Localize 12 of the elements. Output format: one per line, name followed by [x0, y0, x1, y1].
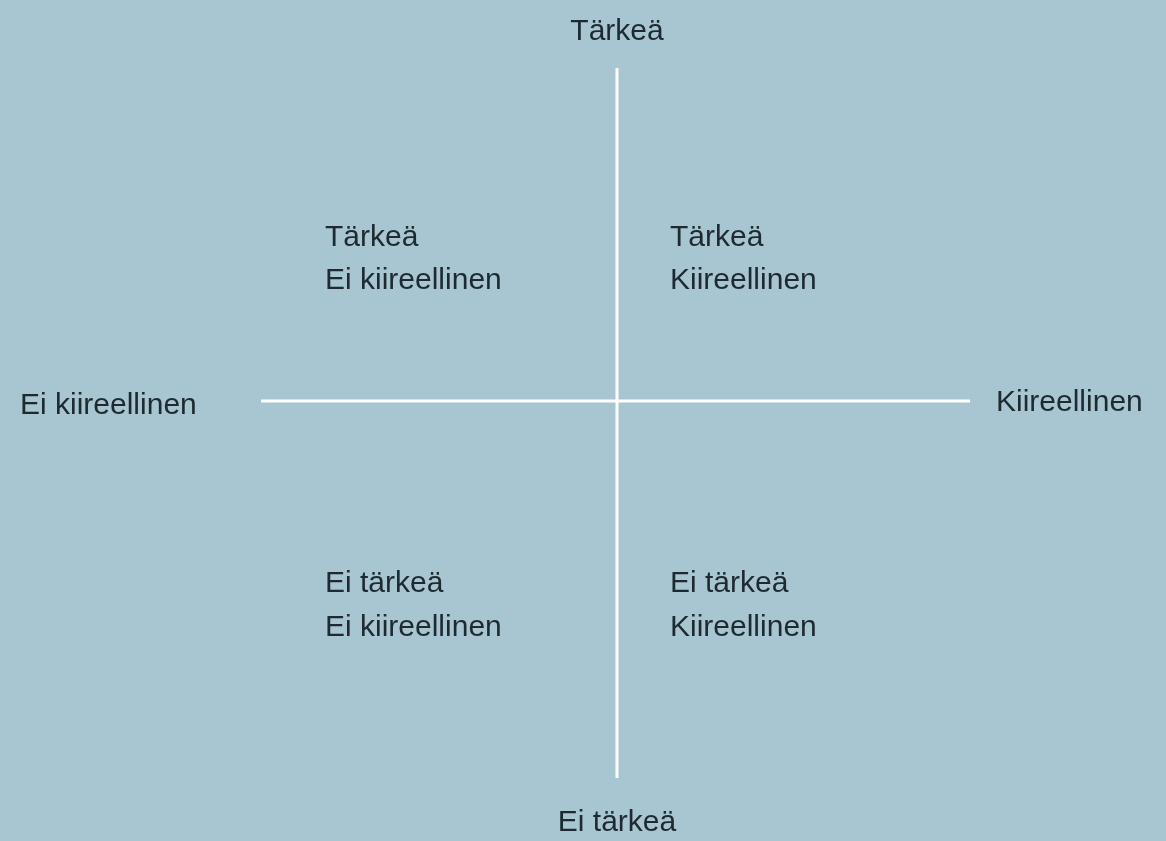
quadrant-label: Ei tärkeä — [325, 564, 444, 600]
quadrant-label: Tärkeä — [670, 218, 764, 254]
axis-label: Ei tärkeä — [557, 803, 677, 839]
axis-label: Tärkeä — [570, 12, 664, 48]
axis-label: Ei kiireellinen — [20, 386, 197, 422]
quadrant-label: Kiireellinen — [670, 261, 817, 297]
quadrant-label: Kiireellinen — [670, 608, 817, 644]
quadrant-label: Ei tärkeä — [670, 564, 789, 600]
quadrant-label: Ei kiireellinen — [325, 608, 502, 644]
axis-label: Kiireellinen — [996, 383, 1143, 419]
quadrant-label: Tärkeä — [325, 218, 419, 254]
quadrant-label: Ei kiireellinen — [325, 261, 502, 297]
